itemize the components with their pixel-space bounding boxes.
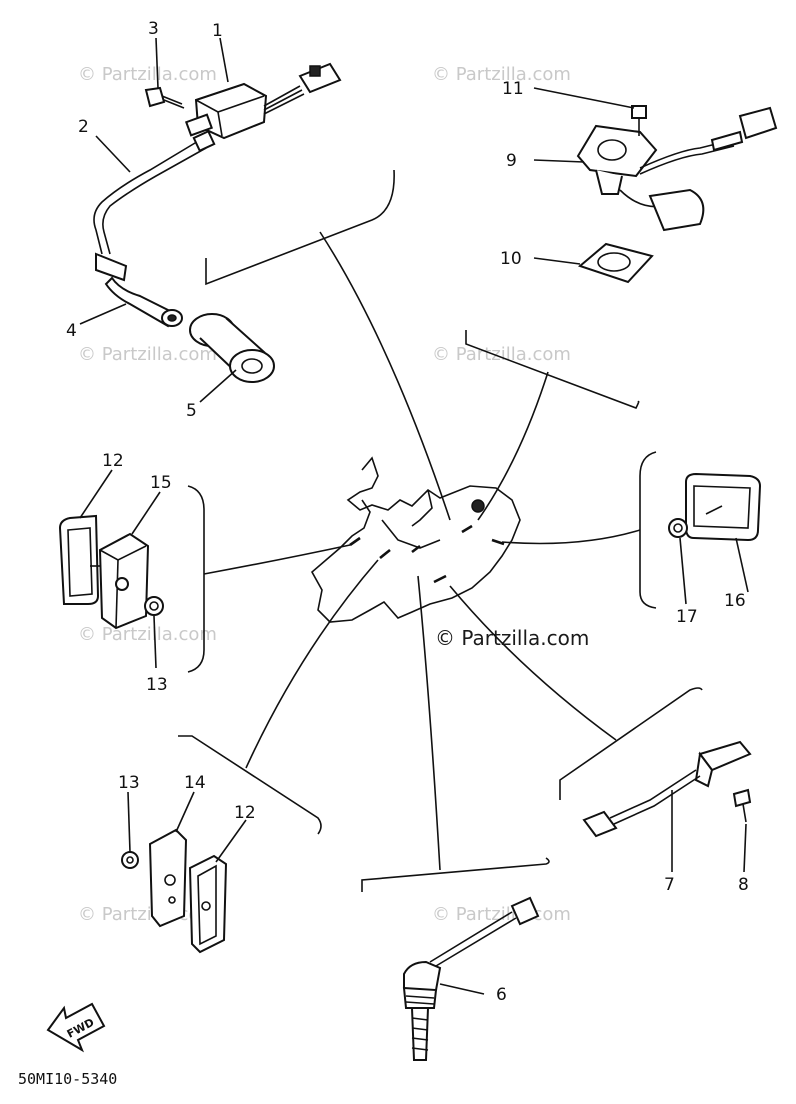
group-bracket-bottom-middle: [361, 857, 550, 892]
reflector: [188, 854, 228, 954]
watermark: © Partzilla.com: [78, 344, 217, 365]
callout-6: 6: [496, 985, 507, 1005]
nut: [668, 518, 688, 538]
callout-3: 3: [148, 19, 159, 39]
gasket: [577, 242, 654, 284]
callout-5: 5: [186, 401, 197, 421]
callout-16: 16: [724, 591, 746, 611]
group-bracket-top-left: [205, 169, 395, 286]
reflector-bracket: [98, 532, 150, 630]
nut: [121, 851, 139, 869]
callout-7: 7: [664, 875, 675, 895]
callout-15: 15: [150, 473, 172, 493]
leader-line: [449, 585, 617, 741]
callout-14: 14: [184, 773, 206, 793]
callout-2: 2: [78, 117, 89, 137]
callout-8: 8: [738, 875, 749, 895]
watermarks: © Partzilla.com © Partzilla.com © Partzi…: [78, 64, 589, 925]
fuel-sender-unit: [576, 106, 778, 232]
drawing-code: 50MI10-5340: [18, 1070, 117, 1088]
watermark: © Partzilla.com: [78, 624, 217, 645]
callout-17: 17: [676, 607, 698, 627]
ignition-coil: [184, 62, 342, 140]
callout-10: 10: [500, 249, 522, 269]
motorcycle-frame-outline: [310, 456, 521, 623]
leader-line: [477, 371, 549, 521]
callout-12: 12: [102, 451, 124, 471]
callout-leaders: [79, 37, 749, 995]
group-bracket-bottom-right: [559, 687, 703, 800]
leader-line: [319, 231, 451, 521]
callout-4: 4: [66, 321, 77, 341]
leader-line: [417, 575, 441, 871]
watermark: © Partzilla.com: [432, 904, 571, 925]
group-bracket-bottom-left: [178, 735, 322, 835]
group-bracket-right: [639, 451, 657, 609]
callout-13: 13: [118, 773, 140, 793]
reflector: [685, 472, 762, 542]
callout-12: 12: [234, 803, 256, 823]
screw: [732, 788, 752, 823]
forward-arrow-icon: FWD: [46, 1002, 106, 1053]
bolt: [631, 105, 647, 136]
watermark: © Partzilla.com: [432, 64, 571, 85]
group-bracket-top-right: [465, 330, 640, 410]
bolt: [144, 86, 185, 109]
callout-9: 9: [506, 151, 517, 171]
spark-plug-cap: [95, 252, 183, 328]
sidestand-switch: [582, 740, 752, 838]
neutral-switch: [402, 896, 540, 1061]
watermark-center: © Partzilla.com: [435, 626, 589, 650]
callout-13: 13: [146, 675, 168, 695]
watermark: © Partzilla.com: [432, 344, 571, 365]
reflector-bracket: [148, 828, 188, 928]
callout-11: 11: [502, 79, 524, 99]
rubber-damper: [189, 313, 275, 383]
leader-line: [245, 559, 379, 769]
leader-line: [501, 529, 641, 545]
nut: [144, 596, 164, 616]
reflector: [58, 514, 102, 605]
callout-1: 1: [212, 21, 223, 41]
spark-plug-lead: [93, 129, 216, 255]
leader-line: [203, 544, 351, 575]
callout-labels: 1 2 3 4 5 6 7 8 9 10 11 12 12 13 13 14 1…: [66, 19, 749, 1005]
group-bracket-left: [187, 485, 205, 673]
watermark: © Partzilla.com: [78, 64, 217, 85]
